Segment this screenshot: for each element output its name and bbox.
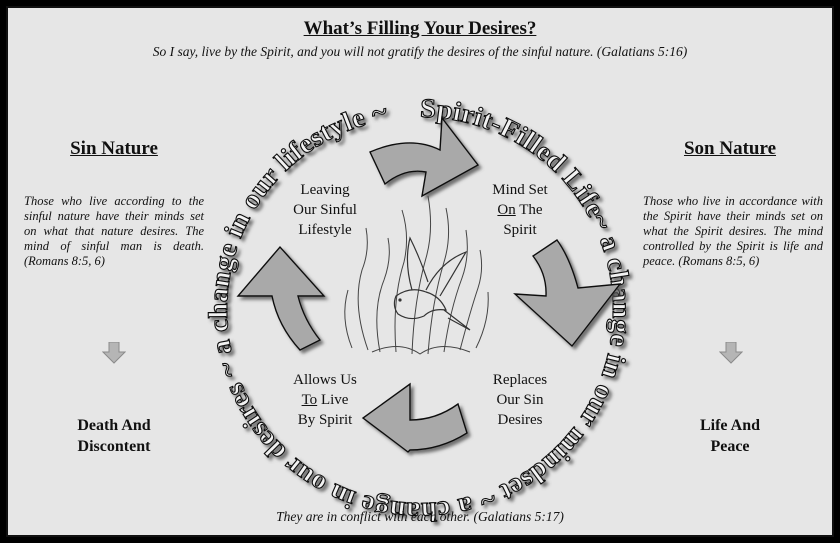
step-line: Desires (497, 412, 543, 428)
subtitle-verse: So I say, live by the Spirit, and you wi… (152, 44, 688, 59)
cycle-arrow-right (513, 239, 622, 348)
outcome-line: Peace (710, 438, 750, 455)
step-word-underlined: To (301, 392, 318, 408)
step-replaces-sin-desires: Replaces Our Sin Desires (460, 370, 580, 430)
step-leaving-sinful-lifestyle: Leaving Our Sinful Lifestyle (265, 180, 385, 240)
step-line: Our Sinful (293, 202, 357, 218)
cycle-arrow-top (369, 116, 480, 198)
step-word: Live (317, 392, 349, 408)
dove-with-flames-icon (344, 195, 489, 355)
step-word: The (515, 202, 543, 218)
step-mind-set-on-spirit: Mind Set On The Spirit (460, 180, 580, 240)
step-line: Leaving (300, 182, 350, 198)
sin-nature-heading: Sin Nature (70, 138, 158, 159)
outcome-line: Life And (699, 417, 760, 434)
outcome-line: Discontent (77, 438, 151, 455)
step-allows-us-to-live-by-spirit: Allows Us To Live By Spirit (265, 370, 385, 430)
step-word-underlined: On (497, 202, 516, 218)
page-title: What’s Filling Your Desires? (303, 18, 537, 39)
step-line: Allows Us (293, 372, 357, 388)
son-nature-outcome: Life And Peace (640, 415, 820, 457)
down-arrow-icon (102, 342, 126, 364)
step-line: Our Sin (496, 392, 544, 408)
step-line: Lifestyle (298, 222, 352, 238)
step-line: Mind Set (492, 182, 548, 198)
sin-nature-text: Those who live according to the sinful n… (24, 194, 204, 268)
cycle-arrow-left (236, 245, 326, 351)
step-line: Replaces (492, 372, 548, 388)
down-arrow-icon (719, 342, 743, 364)
footer-verse: They are in conflict with each other. (G… (276, 509, 564, 524)
cycle-arrow-bottom (361, 382, 468, 453)
sin-nature-outcome: Death And Discontent (24, 415, 204, 457)
step-line: To Live (265, 390, 385, 410)
son-nature-heading: Son Nature (683, 138, 777, 159)
step-line: By Spirit (297, 412, 353, 428)
son-nature-text: Those who live in accordance with the Sp… (643, 194, 823, 268)
outcome-line: Death And (77, 417, 151, 434)
step-line: Spirit (503, 222, 537, 238)
step-line: On The (460, 200, 580, 220)
